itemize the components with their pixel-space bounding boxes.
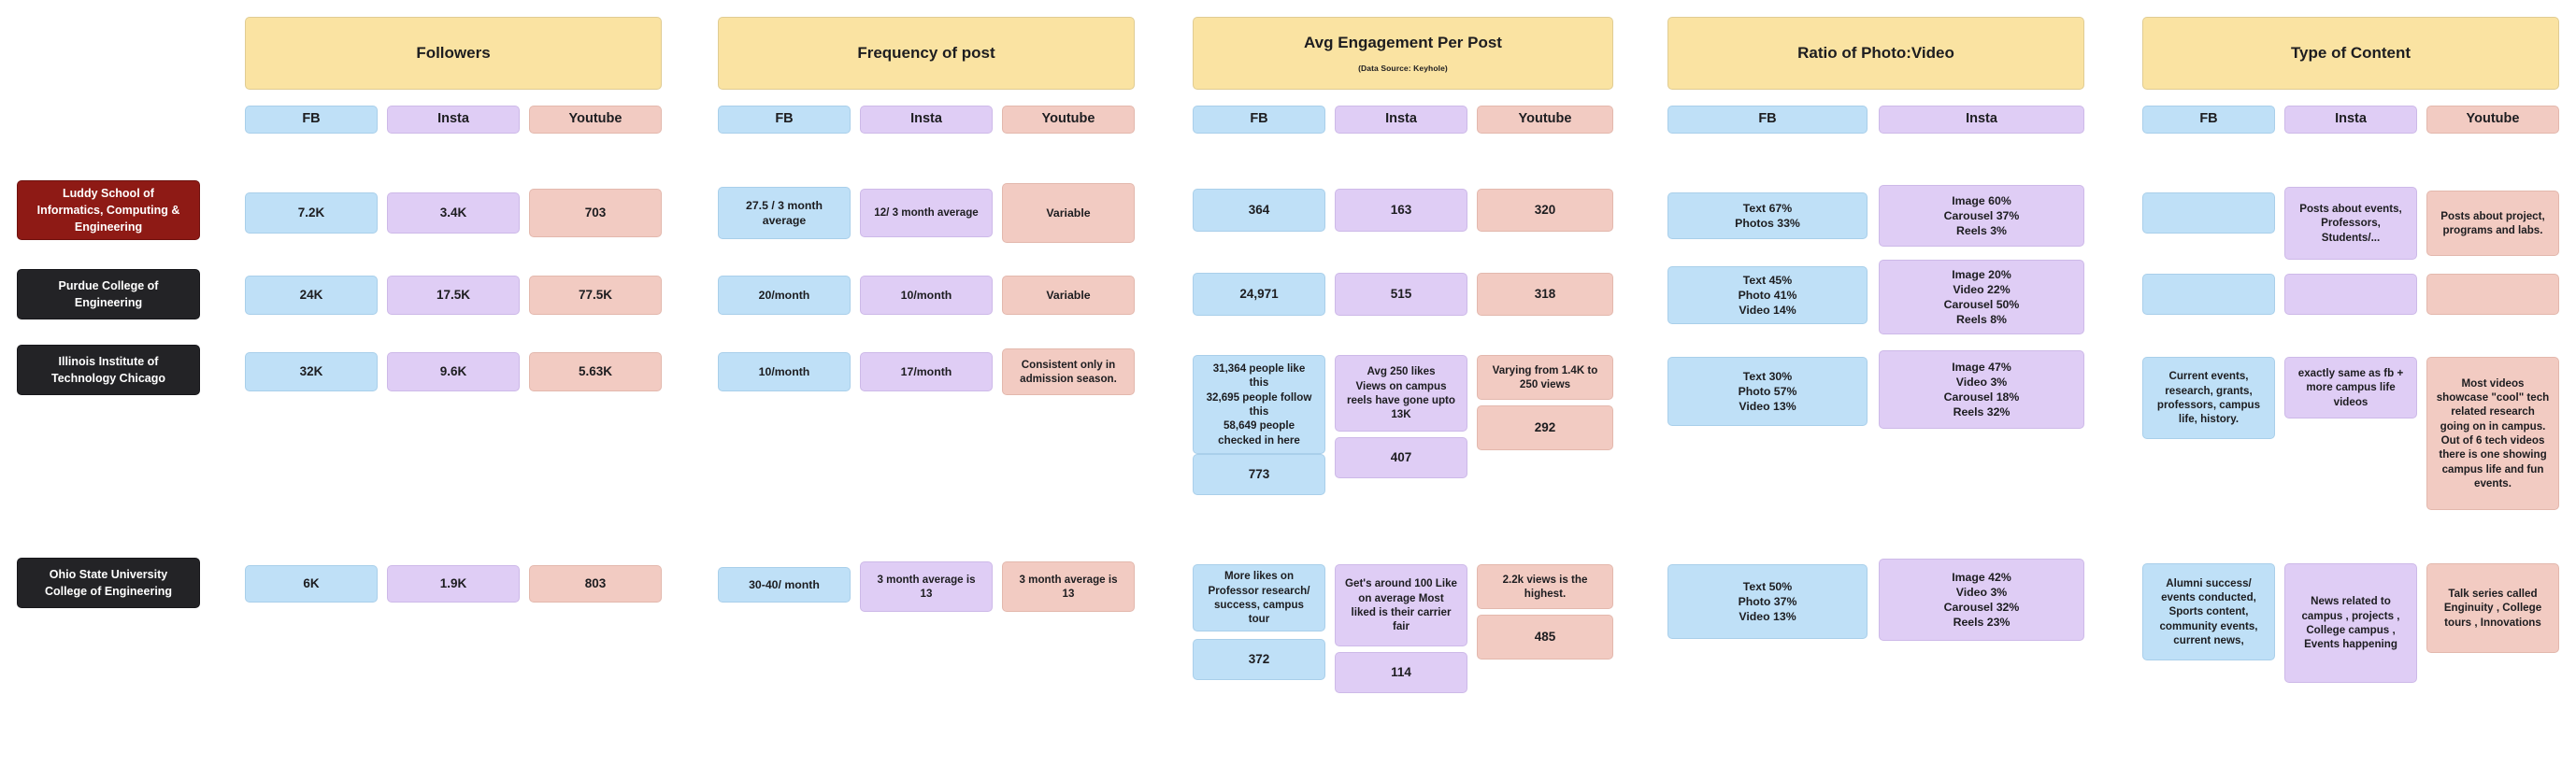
- cell-ratio-iit-insta: Image 47% Video 3% Carousel 18% Reels 32…: [1879, 350, 2084, 429]
- cell-ratio-luddy-fb: Text 67% Photos 33%: [1667, 192, 1868, 239]
- cell-engagement-purdue-insta: 515: [1335, 273, 1467, 316]
- cell-content-iit-insta: exactly same as fb + more campus life vi…: [2284, 357, 2417, 418]
- cell-frequency-ohio-youtube: 3 month average is 13: [1002, 561, 1135, 612]
- cell-ratio-purdue-insta: Image 20% Video 22% Carousel 50% Reels 8…: [1879, 260, 2084, 334]
- cell-content-purdue-fb: [2142, 274, 2275, 315]
- cell-content-purdue-youtube: [2426, 274, 2559, 315]
- cell-engagement-luddy-youtube: 320: [1477, 189, 1613, 232]
- category-header-followers: Followers: [245, 17, 662, 90]
- platform-header-fb-content: FB: [2142, 106, 2275, 134]
- cell-engagement-purdue-fb: 24,971: [1193, 273, 1325, 316]
- row-label-luddy: Luddy School of Informatics, Computing &…: [17, 180, 200, 240]
- platform-header-insta-followers: Insta: [387, 106, 520, 134]
- cell-followers-luddy-youtube: 703: [529, 189, 662, 237]
- cell-engagement-luddy-fb: 364: [1193, 189, 1325, 232]
- cell-engagement-ohio-youtube-value: 485: [1477, 615, 1613, 660]
- category-header-frequency: Frequency of post: [718, 17, 1135, 90]
- cell-followers-ohio-insta: 1.9K: [387, 565, 520, 603]
- platform-header-youtube-followers: Youtube: [529, 106, 662, 134]
- cell-content-iit-youtube: Most videos showcase "cool" tech related…: [2426, 357, 2559, 510]
- cell-frequency-purdue-youtube: Variable: [1002, 276, 1135, 315]
- category-subtitle: (Data Source: Keyhole): [1358, 64, 1448, 74]
- cell-engagement-purdue-youtube: 318: [1477, 273, 1613, 316]
- cell-content-ohio-youtube: Talk series called Enginuity , College t…: [2426, 563, 2559, 653]
- cell-ratio-ohio-insta: Image 42% Video 3% Carousel 32% Reels 23…: [1879, 559, 2084, 641]
- cell-engagement-luddy-insta: 163: [1335, 189, 1467, 232]
- category-title: Frequency of post: [857, 43, 995, 62]
- platform-header-insta-content: Insta: [2284, 106, 2417, 134]
- cell-engagement-ohio-fb-note: More likes on Professor research/ succes…: [1193, 564, 1325, 631]
- platform-header-youtube-content: Youtube: [2426, 106, 2559, 134]
- cell-followers-purdue-fb: 24K: [245, 276, 378, 315]
- category-header-content: Type of Content: [2142, 17, 2559, 90]
- platform-header-youtube-frequency: Youtube: [1002, 106, 1135, 134]
- platform-header-insta-frequency: Insta: [860, 106, 993, 134]
- cell-followers-ohio-fb: 6K: [245, 565, 378, 603]
- cell-followers-iit-fb: 32K: [245, 352, 378, 391]
- cell-followers-luddy-fb: 7.2K: [245, 192, 378, 234]
- cell-frequency-luddy-insta: 12/ 3 month average: [860, 189, 993, 237]
- cell-engagement-iit-youtube-note: Varying from 1.4K to 250 views: [1477, 355, 1613, 400]
- cell-engagement-iit-youtube-value: 292: [1477, 405, 1613, 450]
- cell-engagement-iit-fb-note: 31,364 people like this 32,695 people fo…: [1193, 355, 1325, 454]
- platform-header-youtube-engagement: Youtube: [1477, 106, 1613, 134]
- cell-frequency-iit-insta: 17/month: [860, 352, 993, 391]
- cell-content-purdue-insta: [2284, 274, 2417, 315]
- cell-content-ohio-fb: Alumni success/ events conducted, Sports…: [2142, 563, 2275, 660]
- cell-content-luddy-fb: [2142, 192, 2275, 234]
- platform-header-insta-ratio: Insta: [1879, 106, 2084, 134]
- cell-engagement-ohio-insta-value: 114: [1335, 652, 1467, 693]
- cell-engagement-ohio-fb-value: 372: [1193, 639, 1325, 680]
- cell-followers-iit-insta: 9.6K: [387, 352, 520, 391]
- cell-followers-purdue-insta: 17.5K: [387, 276, 520, 315]
- cell-frequency-purdue-fb: 20/month: [718, 276, 851, 315]
- row-label-purdue: Purdue College of Engineering: [17, 269, 200, 319]
- category-header-engagement: Avg Engagement Per Post (Data Source: Ke…: [1193, 17, 1613, 90]
- cell-ratio-iit-fb: Text 30% Photo 57% Video 13%: [1667, 357, 1868, 426]
- cell-content-ohio-insta: News related to campus , projects , Coll…: [2284, 563, 2417, 683]
- cell-frequency-purdue-insta: 10/month: [860, 276, 993, 315]
- cell-engagement-ohio-youtube-note: 2.2k views is the highest.: [1477, 564, 1613, 609]
- platform-header-fb-engagement: FB: [1193, 106, 1325, 134]
- cell-ratio-purdue-fb: Text 45% Photo 41% Video 14%: [1667, 266, 1868, 324]
- row-label-ohio: Ohio State University College of Enginee…: [17, 558, 200, 608]
- category-header-ratio: Ratio of Photo:Video: [1667, 17, 2084, 90]
- category-title: Type of Content: [2290, 43, 2411, 62]
- cell-content-iit-fb: Current events, research, grants, profes…: [2142, 357, 2275, 439]
- cell-content-luddy-youtube: Posts about project, programs and labs.: [2426, 191, 2559, 256]
- cell-ratio-luddy-insta: Image 60% Carousel 37% Reels 3%: [1879, 185, 2084, 247]
- cell-followers-purdue-youtube: 77.5K: [529, 276, 662, 315]
- cell-content-luddy-insta: Posts about events, Professors, Students…: [2284, 187, 2417, 260]
- cell-followers-ohio-youtube: 803: [529, 565, 662, 603]
- cell-frequency-iit-fb: 10/month: [718, 352, 851, 391]
- platform-header-insta-engagement: Insta: [1335, 106, 1467, 134]
- cell-followers-iit-youtube: 5.63K: [529, 352, 662, 391]
- cell-ratio-ohio-fb: Text 50% Photo 37% Video 13%: [1667, 564, 1868, 639]
- category-title: Ratio of Photo:Video: [1797, 43, 1954, 62]
- category-title: Followers: [416, 43, 491, 62]
- cell-engagement-iit-insta-note: Avg 250 likes Views on campus reels have…: [1335, 355, 1467, 432]
- cell-frequency-luddy-youtube: Variable: [1002, 183, 1135, 243]
- cell-frequency-ohio-insta: 3 month average is 13: [860, 561, 993, 612]
- cell-frequency-ohio-fb: 30-40/ month: [718, 567, 851, 603]
- cell-frequency-luddy-fb: 27.5 / 3 month average: [718, 187, 851, 239]
- category-title: Avg Engagement Per Post: [1304, 33, 1502, 51]
- platform-header-fb-frequency: FB: [718, 106, 851, 134]
- cell-followers-luddy-insta: 3.4K: [387, 192, 520, 234]
- cell-engagement-iit-fb-value: 773: [1193, 454, 1325, 495]
- cell-engagement-iit-insta-value: 407: [1335, 437, 1467, 478]
- cell-frequency-iit-youtube: Consistent only in admission season.: [1002, 348, 1135, 395]
- platform-header-fb-followers: FB: [245, 106, 378, 134]
- cell-engagement-ohio-insta-note: Get's around 100 Like on average Most li…: [1335, 564, 1467, 646]
- platform-header-fb-ratio: FB: [1667, 106, 1868, 134]
- row-label-iit: Illinois Institute of Technology Chicago: [17, 345, 200, 395]
